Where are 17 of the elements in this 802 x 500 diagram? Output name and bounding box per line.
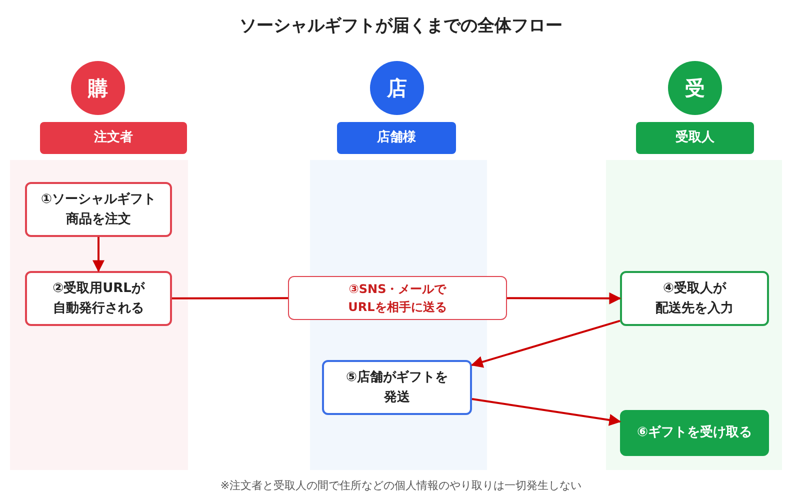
lane-header: 注文者 bbox=[40, 122, 187, 154]
footnote: ※注文者と受取人の間で住所などの個人情報のやり取りは一切発生しない bbox=[219, 478, 583, 494]
arrow bbox=[470, 320, 620, 368]
process-box: ⑥ギフトを受け取る bbox=[620, 410, 769, 456]
arrow bbox=[507, 292, 622, 304]
process-box: ②受取用URLが自動発行される bbox=[25, 271, 172, 326]
lane-header: 受取人 bbox=[636, 122, 754, 154]
swimlane-band bbox=[10, 160, 188, 470]
swimlane-band bbox=[606, 160, 782, 470]
process-box: ①ソーシャルギフト商品を注文 bbox=[25, 182, 172, 237]
message-box: ③SNS・メールでURLを相手に送る bbox=[288, 276, 507, 320]
arrow bbox=[92, 237, 104, 272]
process-box: ⑤店舗がギフトを発送 bbox=[322, 360, 472, 415]
arrow bbox=[472, 398, 622, 426]
process-box: ④受取人が配送先を入力 bbox=[620, 271, 769, 326]
diagram-title: ソーシャルギフトが届くまでの全体フロー bbox=[238, 15, 564, 38]
lane-header: 店舗様 bbox=[337, 122, 456, 154]
